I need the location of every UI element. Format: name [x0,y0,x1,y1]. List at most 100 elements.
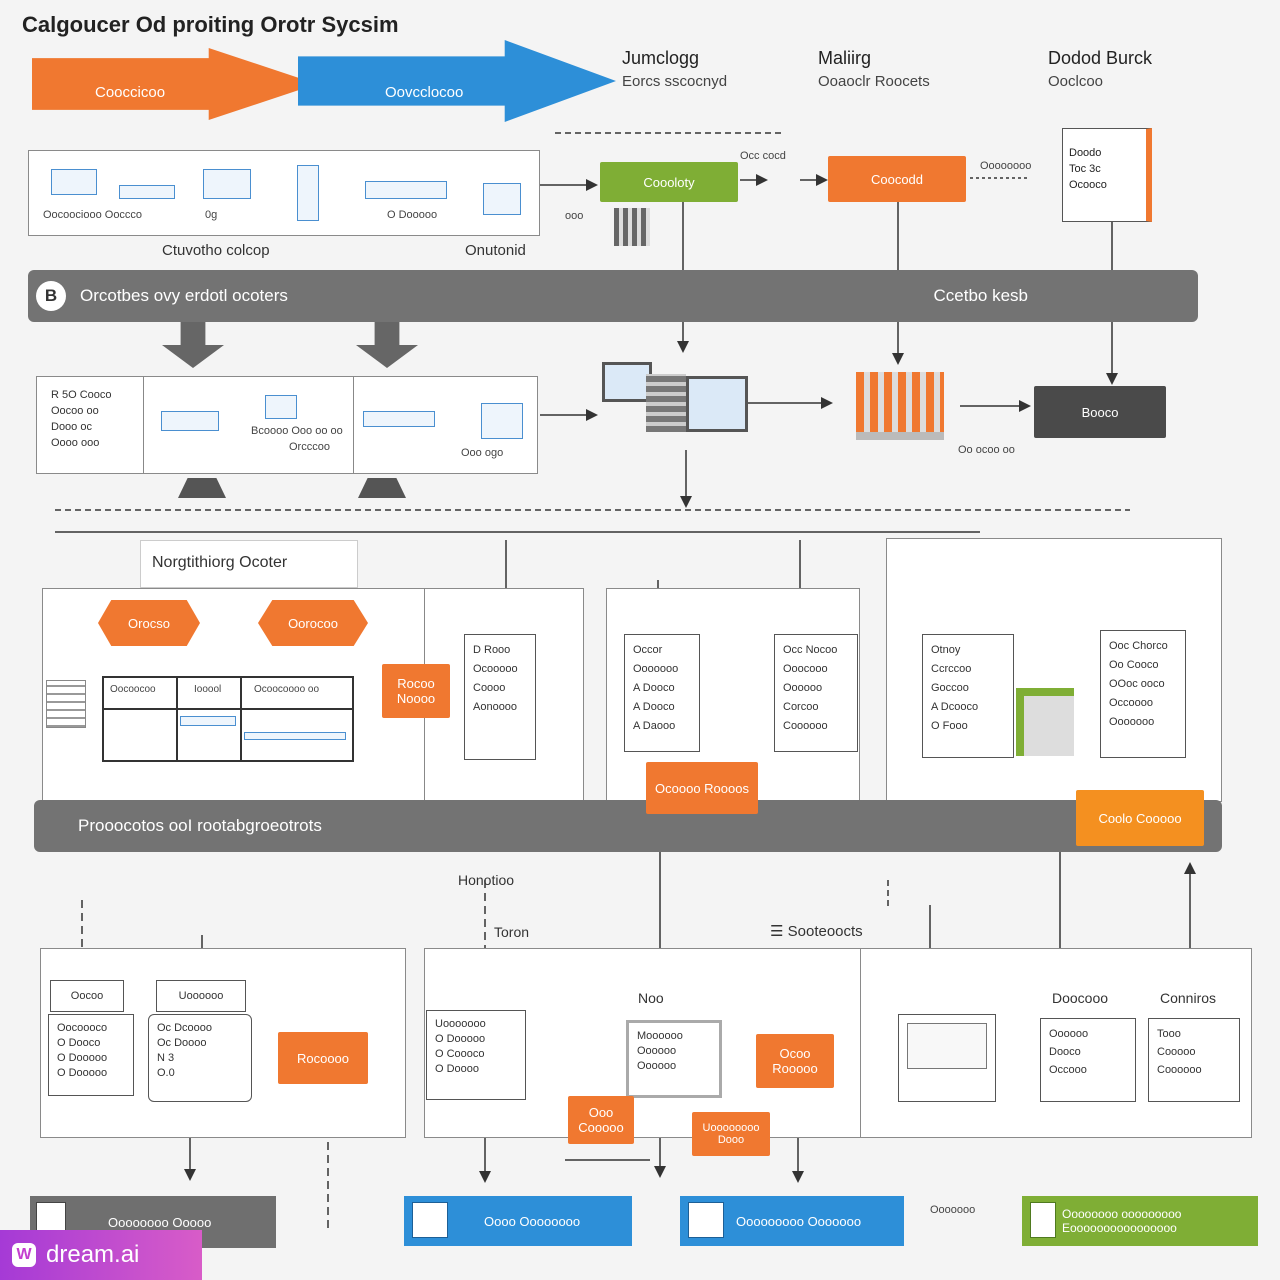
screen-thumbnail [483,183,521,215]
document-card: Occ Nocoo Ooocooo Oooooo Corcoo Coooooo [774,634,858,752]
orange-center-node[interactable]: Ocoooo Roooos [646,762,758,814]
list-icon: ☰ [770,923,784,940]
list-icon [46,680,86,728]
document-card: Otnoy Ccrccoo Goccoo A Dcooco O Fooo [922,634,1014,758]
footer-gray-label: Oooooooo Ooooo [108,1214,212,1230]
green-process-node[interactable]: Coooloty [600,162,738,202]
doc-line: Occor [633,644,663,656]
screen-label: Oocoociooo Ooccco [43,209,143,221]
document-card: D Rooo Ocooooo Coooo Aonoooo [464,634,536,760]
process-band-bottom: Prooocotos ooI rootabgroeotrots [34,800,1222,852]
band-label-left: Prooocotos ooI rootabgroeotrots [78,816,322,835]
header-col3-title: Dodod Burck [1048,48,1153,68]
orange-node-b[interactable]: Ocoo Rooooo [756,1034,834,1088]
small-title-box: Oocoo [50,980,124,1012]
doc-line: O Dooooo [57,1052,108,1064]
doc-line: Oo Cooco [1109,659,1159,671]
orange-node-a[interactable]: Ooo Cooooo [568,1096,634,1144]
watermark-badge: W dream.ai [0,1230,202,1280]
doc-line: Coooooo [783,720,828,732]
card-line: R 5O Cooco [51,389,112,401]
screens-strip-middle: R 5O Cooco Oocoo oo Dooo oc Oooo ooo Bco… [36,376,538,474]
table-header: Iooool [194,684,222,695]
doc-line: Oc Doooo [157,1037,207,1049]
doc-line: O Doooo [435,1063,480,1075]
card-line: Dooo oc [51,421,92,433]
orange-right-node[interactable]: Coolo Cooooo [1076,790,1204,846]
table-header: Ocoocoooo oo [254,684,320,695]
orange-node-c[interactable]: Uoooooooo Dooo [692,1112,770,1156]
doc-line: Oocoooco [57,1022,108,1034]
doc-line: OOoc ooco [1109,678,1165,690]
document-card: Moooooo Oooooo Oooooo [626,1020,722,1098]
monitor-stand-icon [358,478,406,498]
building-block [646,374,686,432]
table-divider [240,678,242,760]
doc-icon [688,1202,724,1238]
card-line: Oocoo oo [51,405,99,417]
side-document: Doodo Toc 3c Ocooco [1062,128,1152,222]
doc-line: O Dooco [57,1037,101,1049]
screen-label: Orcccoo [289,441,330,453]
document-card: Tooo Cooooo Coooooo [1148,1018,1240,1102]
server-rack-icon [614,208,650,246]
doc-line: Tooo [1157,1028,1181,1040]
doc-line: Ocooooo [473,663,518,675]
doc-icon [412,1202,448,1238]
doc-line: Goccoo [931,682,969,694]
screen-label: Bcoooo Ooo oo oo [251,425,343,437]
header-col2-subtitle: Ooaoclr Roocets [818,73,930,90]
dark-node[interactable]: Booco [1034,386,1166,438]
orange-middle-node[interactable]: Rocoo Noooo [382,664,450,718]
lower-list-title: Sooteoocts [787,923,863,940]
document-card: Oocoooco O Dooco O Dooooo O Dooooo [48,1014,134,1096]
screen-thumbnail [363,411,435,427]
screen-thumbnail [51,169,97,195]
watermark-text: dream.ai [46,1241,140,1268]
doc-line: Ooooooo [1109,716,1155,728]
screen-thumbnail [907,1023,987,1069]
doc-line: Ccrccoo [931,663,972,675]
orange-process-node[interactable]: Coocodd [828,156,966,202]
doc-line: A Dooco [633,682,675,694]
doc-line: Aonoooo [473,701,518,713]
doc-line: O Dooooo [435,1033,486,1045]
divider [143,377,144,473]
hex-node-left[interactable]: Orocso [98,600,200,646]
doc-line: Doodo [1069,147,1102,159]
document-card: Oc Dcoooo Oc Doooo N 3 O.0 [148,1014,252,1102]
screen-thumbnail [161,411,219,431]
header-col1: Jumclogg Eorcs sscocnyd [622,48,727,90]
lower-label: Toron [494,924,530,940]
monitor-stand-icon [178,478,226,498]
document-card: Uooooooo O Dooooo O Coooco O Doooo [426,1010,526,1100]
doc-line: Occooo [1049,1064,1087,1076]
doc-line: O Dooooo [57,1067,108,1079]
table-header: Oocoocoo [110,684,156,695]
doc-line: Corcoo [783,701,819,713]
doc-line: Occoooo [1109,697,1154,709]
hex-node-right[interactable]: Oorocoo [258,600,368,646]
small-title: Noo [638,990,664,1006]
table-cell-bar [180,716,236,726]
doc-line: Ooc Chorco [1109,640,1168,652]
divider [353,377,354,473]
doc-line: Ooooooo [633,663,679,675]
footer-blue-label-2: Ooooooooo Ooooooo [736,1213,862,1229]
small-caption: ooo [565,210,584,222]
doc-line: Moooooo [637,1030,683,1042]
orange-lower-node[interactable]: Rocoooo [278,1032,368,1084]
header-col2: Maliirg Ooaoclr Roocets [818,48,930,90]
printer-icon [1016,688,1074,756]
screen-thumbnail [481,403,523,439]
screen-thumbnail [119,185,175,199]
caption-right: Onutonid [465,242,526,259]
header-col3-subtitle: Ooclcoo [1048,73,1104,90]
section-title: Norgtithiorg Ocoter [152,554,288,571]
footer-green-bar[interactable]: Oooooooo ooooooooo Eoooooooooooooooo [1022,1196,1258,1246]
band-label-right: Ccetbo kesb [933,286,1029,305]
screen-label: O Dooooo [387,209,438,221]
band-label-left: Orcotbes ovy erdotl ocoters [80,286,288,305]
doc-line: A Dooco [633,701,675,713]
doc-line: Oooooo [637,1045,677,1057]
